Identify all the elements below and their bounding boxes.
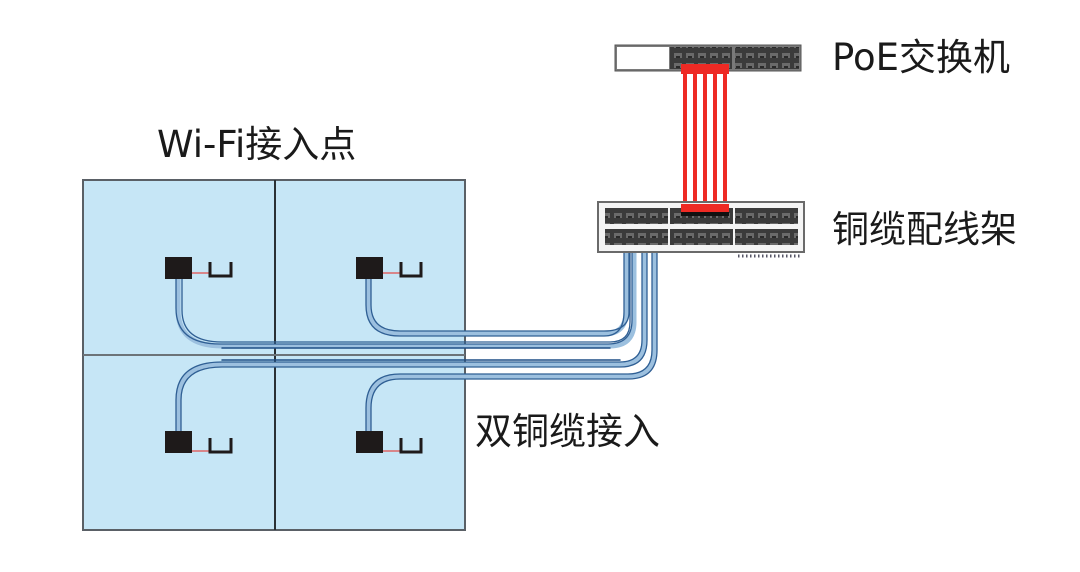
antenna-icon [208, 438, 233, 454]
label-wifi-ap: Wi-Fi接入点 [157, 123, 356, 166]
antenna-icon [208, 262, 233, 278]
patch-cords [681, 64, 729, 212]
antenna-icon [399, 438, 423, 454]
label-patch-panel: 铜缆配线架 [832, 208, 1017, 251]
patch-panel[interactable] [597, 201, 805, 258]
antenna-icon [399, 262, 423, 278]
ap-body [165, 431, 192, 453]
ap-body [356, 257, 383, 279]
patch-plug-base [681, 212, 729, 216]
panel-ports [670, 229, 733, 245]
panel-ports [735, 208, 798, 224]
panel-ports [605, 208, 668, 224]
wifi-zone-grid [82, 179, 466, 531]
patch-plug-top [681, 64, 729, 74]
access-point-top-left[interactable] [165, 257, 233, 279]
cable-pair-ap-bottom-left [175, 249, 648, 435]
access-point-bottom-right[interactable] [356, 431, 423, 454]
cable-pair-ap-top-right [365, 249, 630, 337]
panel-ports [735, 229, 798, 245]
panel-ports [605, 229, 668, 245]
ap-body [356, 431, 383, 453]
access-point-top-right[interactable] [356, 257, 423, 279]
cable-pair-ap-bottom-right [365, 249, 658, 435]
switch-ports-right [735, 47, 799, 69]
label-poe-switch: PoE交换机 [832, 36, 1010, 79]
label-dual-copper: 双铜缆接入 [475, 410, 660, 453]
switch-ports-left [670, 47, 732, 69]
copper-cables [175, 249, 658, 435]
access-point-bottom-left[interactable] [165, 431, 233, 454]
cable-pair-ap-top-left [175, 249, 637, 349]
ap-body [165, 257, 192, 279]
switch-label-area [617, 47, 669, 69]
